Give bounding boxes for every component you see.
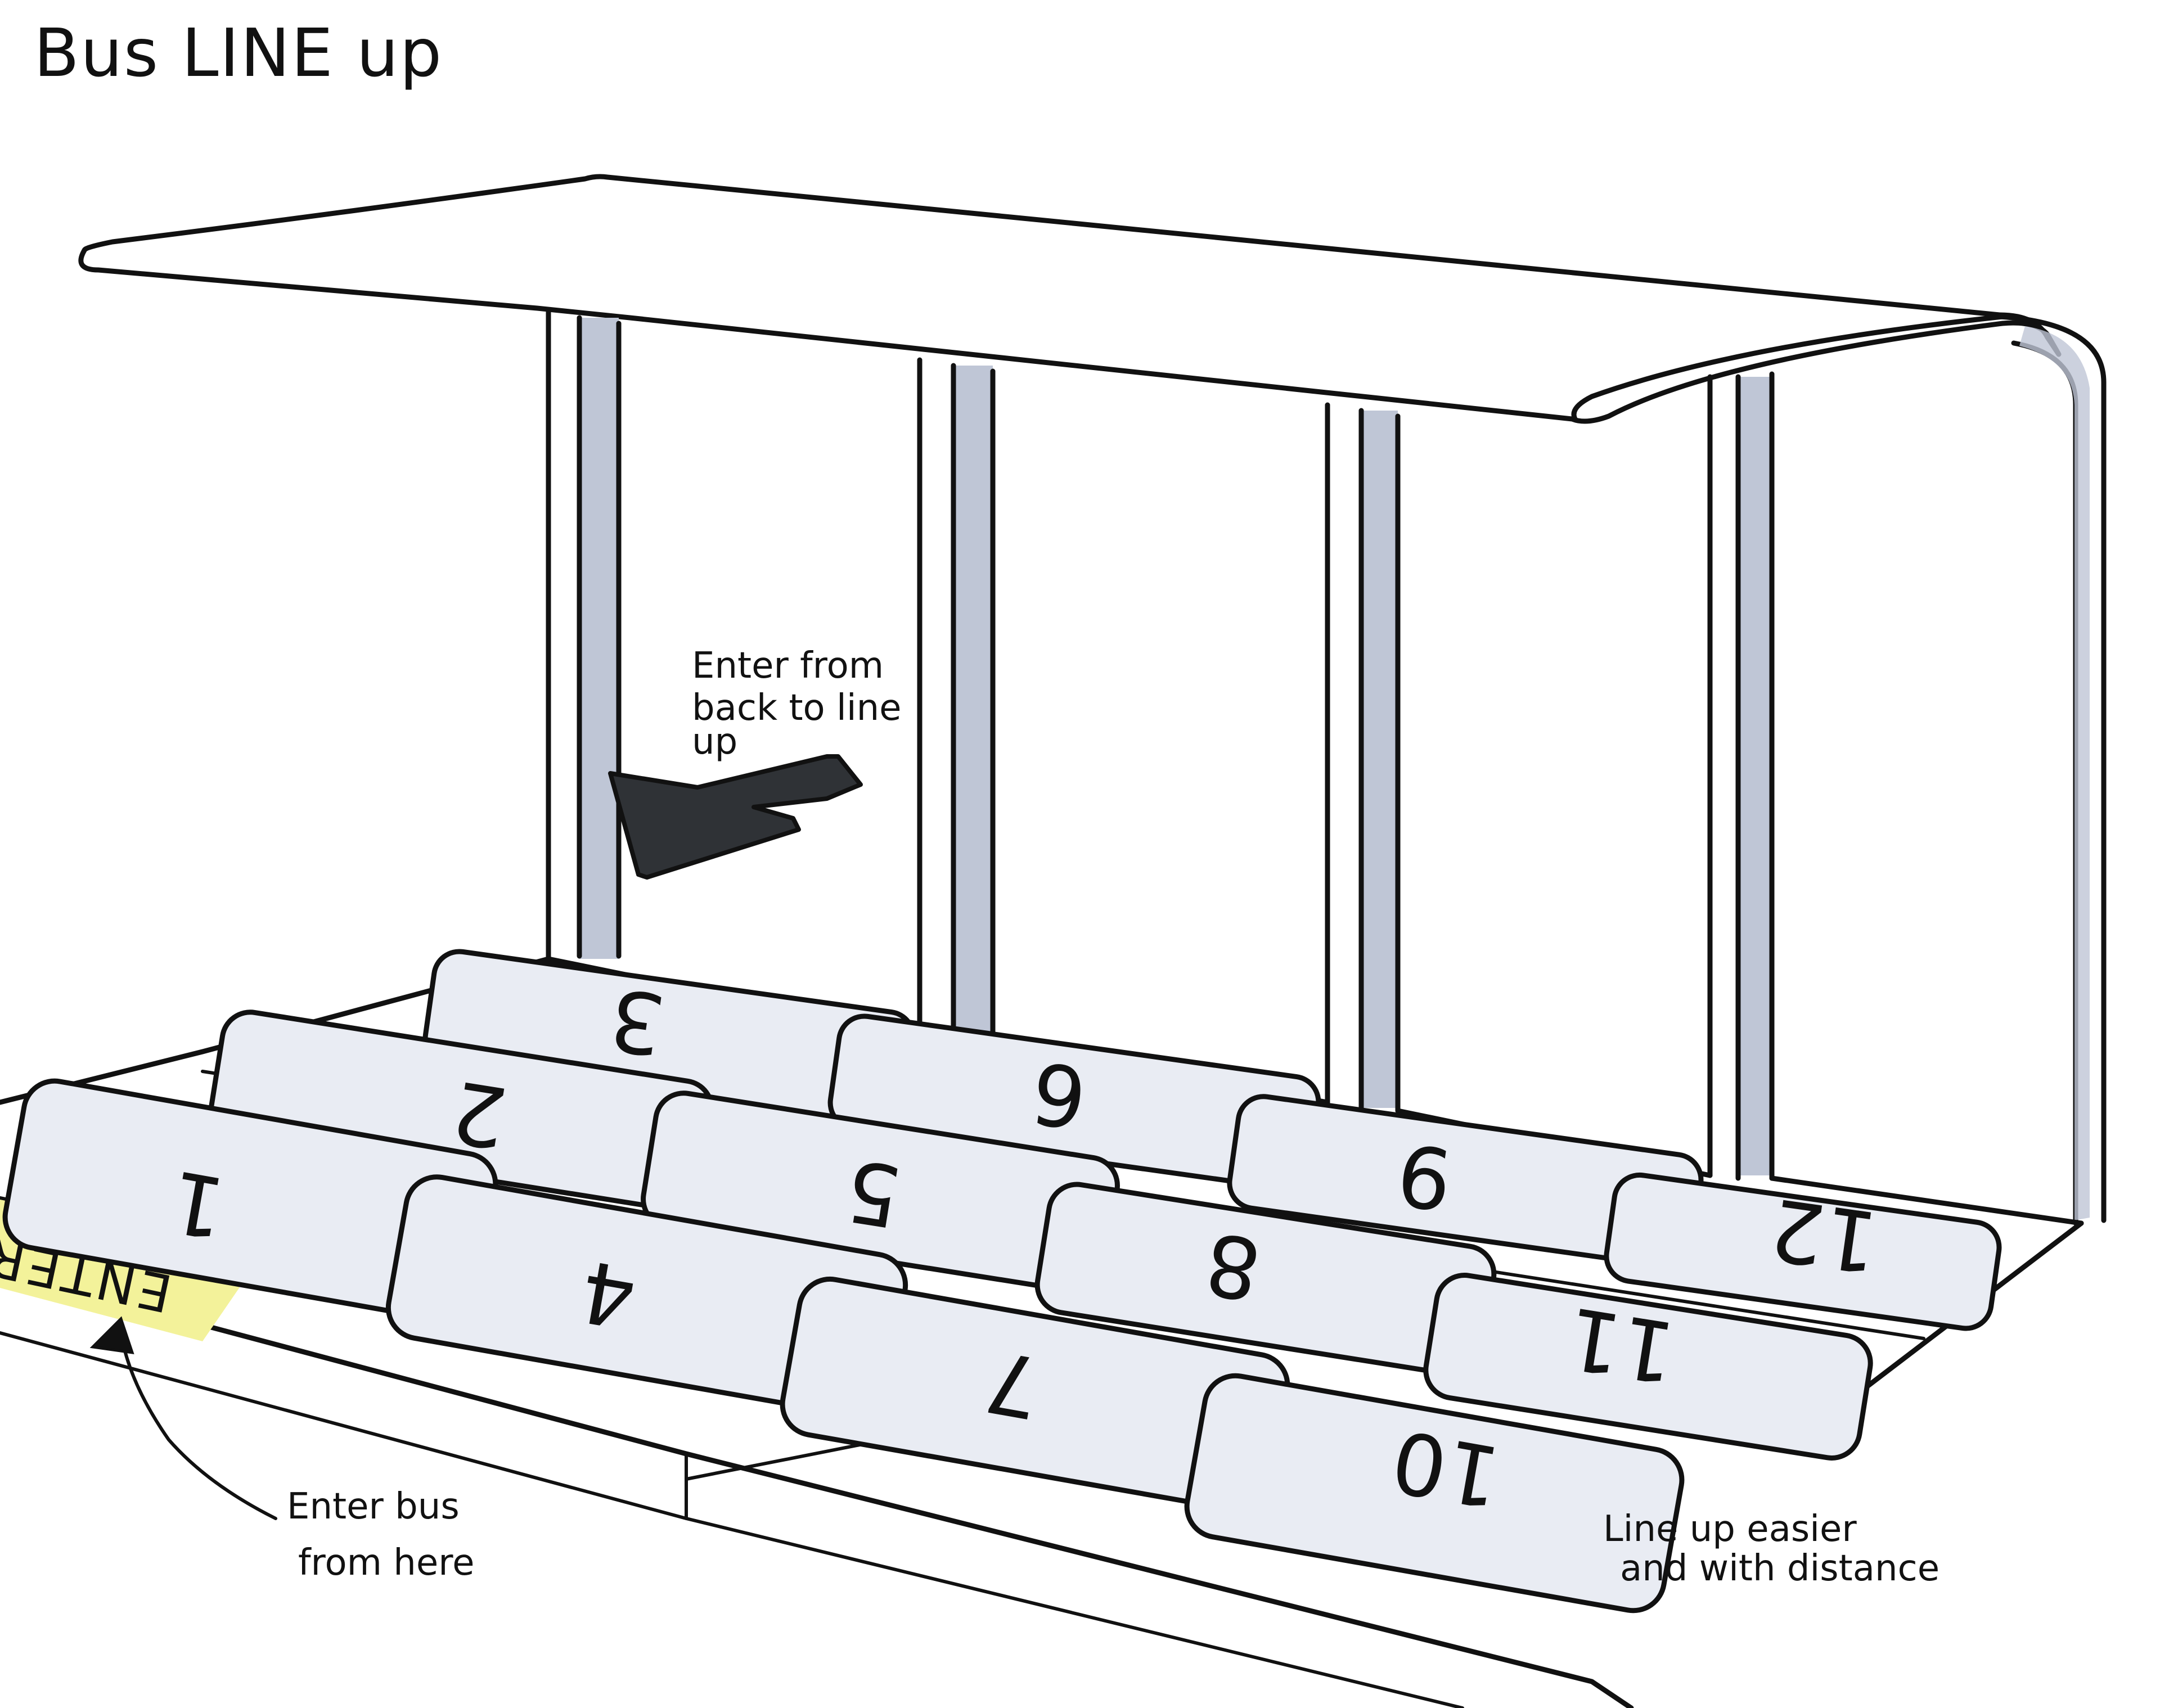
lineup-spots — [2, 949, 2002, 1614]
spacing-note: Line up easier and with distance — [1603, 1508, 1940, 1589]
spot-11 — [1423, 1273, 1873, 1461]
back-entry-line-3: up — [692, 721, 737, 763]
bus-entry-line-2: from here — [298, 1542, 475, 1584]
title: Bus LINE up — [34, 14, 443, 92]
back-entry-line-1: Enter from — [692, 645, 884, 687]
spot-10 — [1184, 1373, 1685, 1614]
spot-12 — [1604, 1172, 2002, 1331]
bus-entry-note: Enter bus from here — [287, 1486, 475, 1584]
back-entry-arrow-icon — [608, 754, 863, 880]
spot-number-10: 10 — [1385, 1410, 1508, 1526]
spacing-line-1: Line up easier — [1603, 1508, 1857, 1550]
back-entry-note: Enter from back to line up — [692, 645, 913, 763]
bus-entry-pointer-icon — [89, 1316, 277, 1520]
back-entry-line-2: back to line — [692, 687, 902, 729]
bus-entry-line-1: Enter bus — [287, 1486, 460, 1527]
shelter-posts — [546, 309, 1775, 1181]
spot-number-11: 11 — [1560, 1288, 1682, 1401]
shelter-roof — [78, 174, 2107, 1226]
spacing-line-2: and with distance — [1620, 1548, 1940, 1589]
spot-number-12: 12 — [1764, 1179, 1884, 1291]
